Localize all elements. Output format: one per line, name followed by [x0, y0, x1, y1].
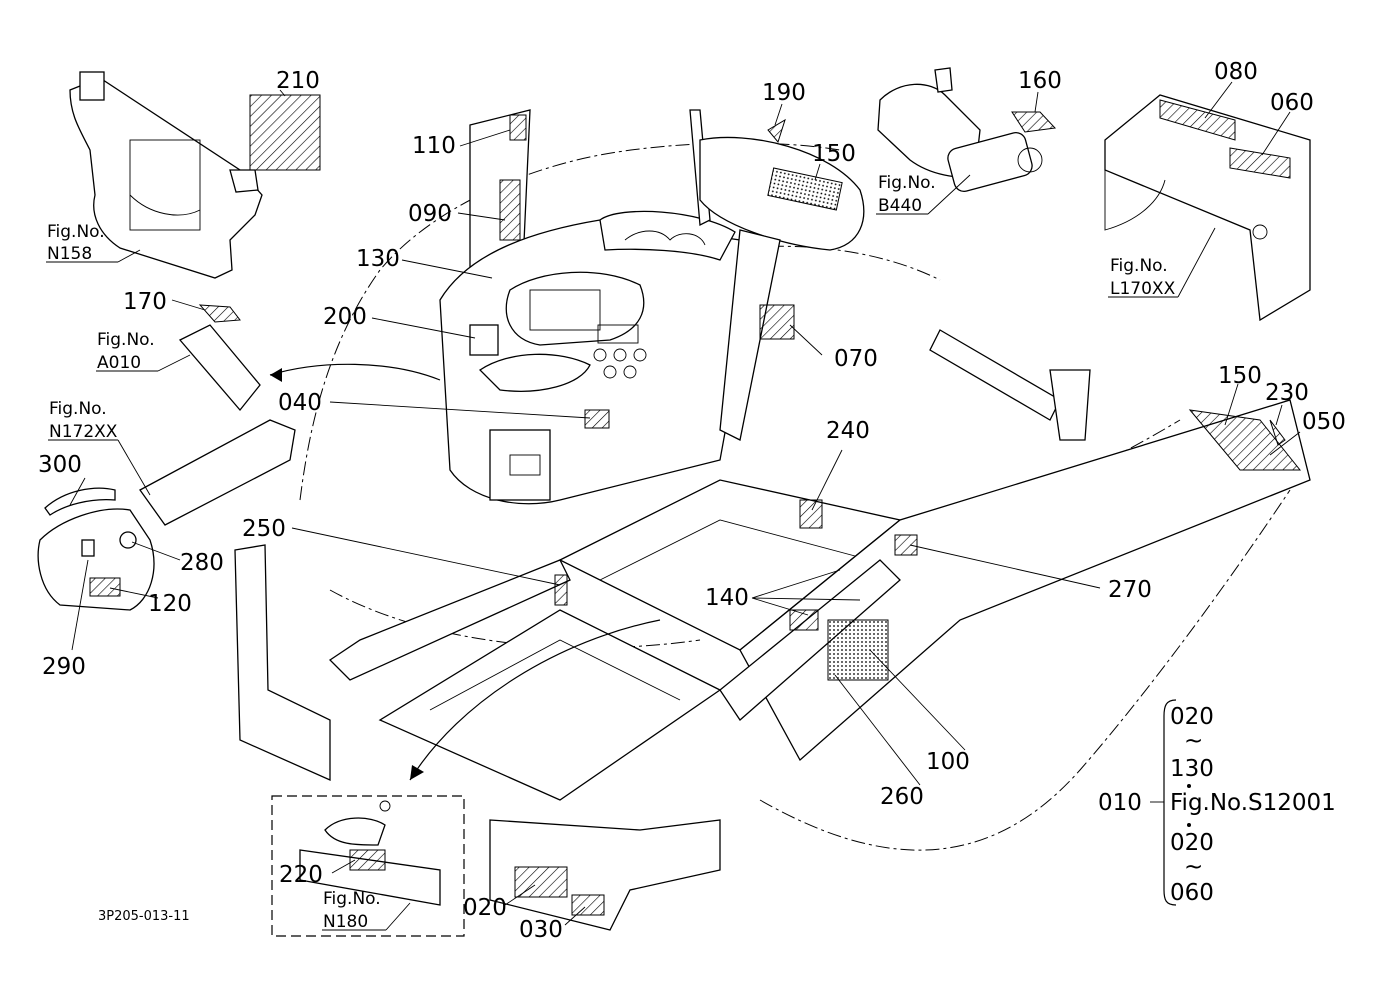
legend-parent: 010 — [1098, 790, 1142, 816]
callout-140: 140 — [705, 585, 749, 611]
callout-260: 260 — [880, 784, 924, 810]
legend-range-mark-1: ~ — [1184, 728, 1203, 754]
callout-020: 020 — [463, 895, 507, 921]
lever-knob — [178, 304, 261, 412]
legend-bullet-1 — [1187, 784, 1191, 788]
callout-220: 220 — [279, 862, 323, 888]
callout-230: 230 — [1265, 380, 1309, 406]
fig-ref-code-l170: L170XX — [1110, 279, 1176, 299]
decal-250 — [554, 574, 568, 606]
fig-ref-label-n158: Fig.No. — [47, 222, 105, 242]
figure-references: Fig.No. N158 Fig.No. A010 Fig.No. N172XX… — [47, 173, 1176, 932]
left-door-post — [234, 544, 331, 782]
legend-range-mark-2: ~ — [1184, 854, 1203, 880]
callout-150-top: 150 — [812, 141, 856, 167]
callout-120: 120 — [148, 591, 192, 617]
wiper-motor — [877, 67, 1057, 193]
callout-300: 300 — [38, 452, 82, 478]
fig-ref-label-a010: Fig.No. — [97, 330, 155, 350]
fig-ref-label-b440: Fig.No. — [878, 173, 936, 193]
fig-ref-label-l170: Fig.No. — [1110, 256, 1168, 276]
rear-fender — [1049, 369, 1286, 446]
fig-ref-label-n180: Fig.No. — [323, 889, 381, 909]
callout-280: 280 — [180, 550, 224, 576]
rear-rops — [689, 109, 865, 251]
decal-240 — [799, 499, 823, 529]
arrows — [269, 363, 661, 781]
callout-030: 030 — [519, 917, 563, 943]
callout-040: 040 — [278, 390, 322, 416]
fig-ref-code-n158: N158 — [47, 244, 92, 264]
callout-070: 070 — [834, 346, 878, 372]
fig-ref-lines — [46, 174, 1216, 931]
callout-160: 160 — [1018, 68, 1062, 94]
legend-reference: Fig.No.S12001 — [1170, 790, 1336, 816]
decal-210 — [249, 94, 321, 171]
decal-270 — [894, 534, 918, 556]
callout-080: 080 — [1214, 59, 1258, 85]
callout-060: 060 — [1270, 90, 1314, 116]
assembly-legend: 020 ~ 130 010 Fig.No.S12001 020 ~ 060 — [1098, 699, 1336, 906]
fig-ref-code-n180: N180 — [323, 912, 368, 932]
callout-270: 270 — [1108, 577, 1152, 603]
callout-170: 170 — [123, 289, 167, 315]
callout-200: 200 — [323, 304, 367, 330]
callout-250: 250 — [242, 516, 286, 542]
armrest-console — [37, 419, 296, 611]
callout-110: 110 — [412, 133, 456, 159]
legend-group1-to: 130 — [1170, 756, 1214, 782]
callout-050: 050 — [1302, 409, 1346, 435]
callout-labels: 210 110 090 130 170 200 040 300 280 120 … — [38, 59, 1346, 943]
detail-box — [271, 795, 465, 937]
decal-140 — [789, 609, 819, 631]
decal-070 — [759, 304, 795, 340]
fig-ref-code-b440: B440 — [878, 196, 922, 216]
fig-ref-code-n172: N172XX — [49, 422, 118, 442]
legend-group2-to: 060 — [1170, 880, 1214, 906]
callout-150-right: 150 — [1218, 363, 1262, 389]
legend-group1-from: 020 — [1170, 704, 1214, 730]
callout-240: 240 — [826, 418, 870, 444]
callout-130: 130 — [356, 246, 400, 272]
callout-210: 210 — [276, 68, 320, 94]
front-panel — [489, 819, 721, 931]
leader-lines — [69, 81, 1301, 926]
callout-190: 190 — [762, 80, 806, 106]
callout-090: 090 — [408, 201, 452, 227]
callout-290: 290 — [42, 654, 86, 680]
callout-100: 100 — [926, 749, 970, 775]
legend-bullet-2 — [1187, 823, 1191, 827]
sun-visor — [69, 71, 263, 279]
drawing-code: 3P205-013-11 — [98, 909, 190, 924]
dashboard — [439, 210, 756, 505]
decal-100 — [827, 619, 889, 681]
side-cover — [1104, 94, 1311, 322]
fig-ref-code-a010: A010 — [97, 353, 141, 373]
legend-group2-from: 020 — [1170, 830, 1214, 856]
fig-ref-label-n172: Fig.No. — [49, 399, 107, 419]
